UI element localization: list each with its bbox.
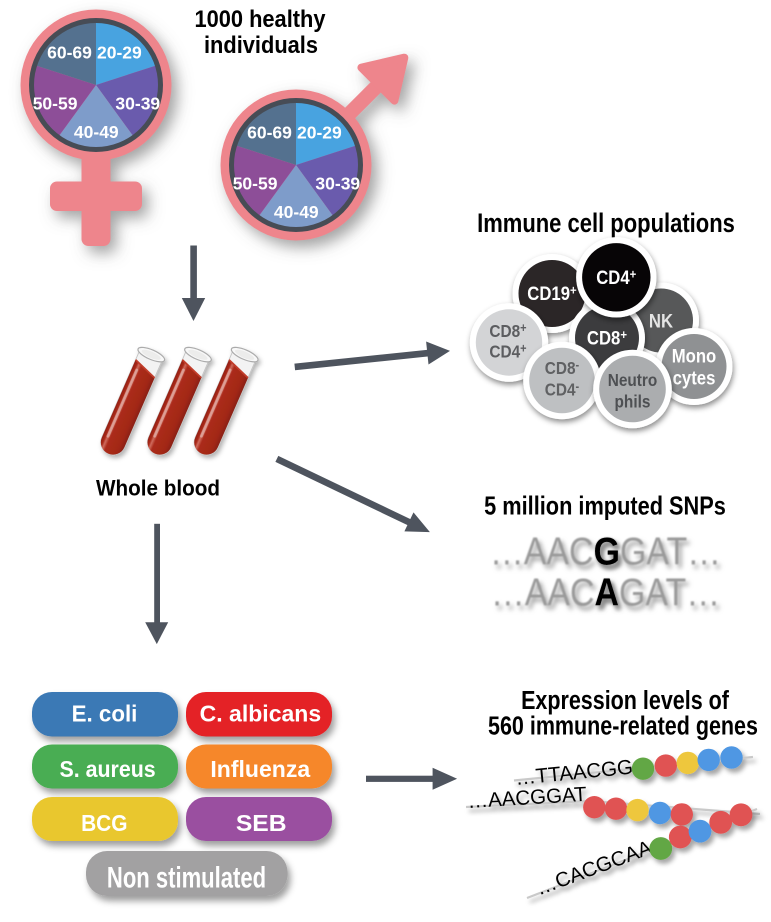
svg-text:5 million imputed SNPs: 5 million imputed SNPs — [484, 492, 726, 521]
svg-text:Whole blood: Whole blood — [96, 476, 220, 501]
svg-text:30-39: 30-39 — [315, 173, 360, 193]
svg-text:50-59: 50-59 — [33, 93, 78, 113]
svg-text:CD8-: CD8- — [545, 358, 580, 378]
svg-text:30-39: 30-39 — [115, 93, 160, 113]
svg-text:60-69: 60-69 — [47, 43, 92, 63]
svg-text:…CACGCAA: …CACGCAA — [533, 836, 656, 900]
svg-text:1000 healthy: 1000 healthy — [194, 5, 325, 32]
svg-text:Non stimulated: Non stimulated — [107, 860, 266, 894]
svg-text:…AACAGAT…: …AACAGAT… — [491, 570, 720, 614]
svg-text:50-59: 50-59 — [233, 173, 278, 193]
svg-text:40-49: 40-49 — [274, 202, 319, 222]
svg-text:…AACGGAT…: …AACGGAT… — [490, 529, 721, 573]
svg-text:individuals: individuals — [204, 31, 318, 58]
svg-text:SEB: SEB — [236, 811, 287, 837]
svg-text:CD19+: CD19+ — [527, 283, 576, 304]
svg-text:CD8+: CD8+ — [489, 321, 526, 341]
svg-text:CD8+: CD8+ — [587, 327, 627, 348]
svg-text:20-29: 20-29 — [297, 123, 342, 143]
svg-text:BCG: BCG — [81, 810, 127, 836]
svg-text:60-69: 60-69 — [247, 123, 292, 143]
svg-text:CD4+: CD4+ — [489, 342, 526, 362]
svg-text:C. albicans: C. albicans — [200, 700, 322, 726]
svg-text:cytes: cytes — [673, 368, 716, 389]
svg-text:…AACGGAT: …AACGGAT — [467, 783, 588, 813]
svg-text:Immune cell populations: Immune cell populations — [477, 209, 735, 238]
svg-text:E. coli: E. coli — [72, 700, 138, 727]
svg-text:CD4-: CD4- — [545, 380, 580, 400]
svg-text:Mono: Mono — [672, 346, 717, 367]
svg-text:40-49: 40-49 — [74, 122, 119, 142]
svg-text:CD4+: CD4+ — [596, 267, 636, 288]
svg-text:Influenza: Influenza — [210, 756, 311, 782]
svg-text:Neutro: Neutro — [608, 371, 658, 390]
svg-text:…AACAGAT…: …AACAGAT… — [491, 570, 720, 614]
svg-text:Expression levels of: Expression levels of — [521, 687, 729, 715]
svg-text:S. aureus: S. aureus — [59, 756, 155, 782]
svg-text:NK: NK — [649, 311, 673, 332]
svg-text:phils: phils — [615, 393, 651, 412]
svg-text:560 immune-related genes: 560 immune-related genes — [488, 713, 758, 741]
svg-text:20-29: 20-29 — [97, 43, 142, 63]
svg-text:…AACGGAT…: …AACGGAT… — [490, 529, 721, 573]
